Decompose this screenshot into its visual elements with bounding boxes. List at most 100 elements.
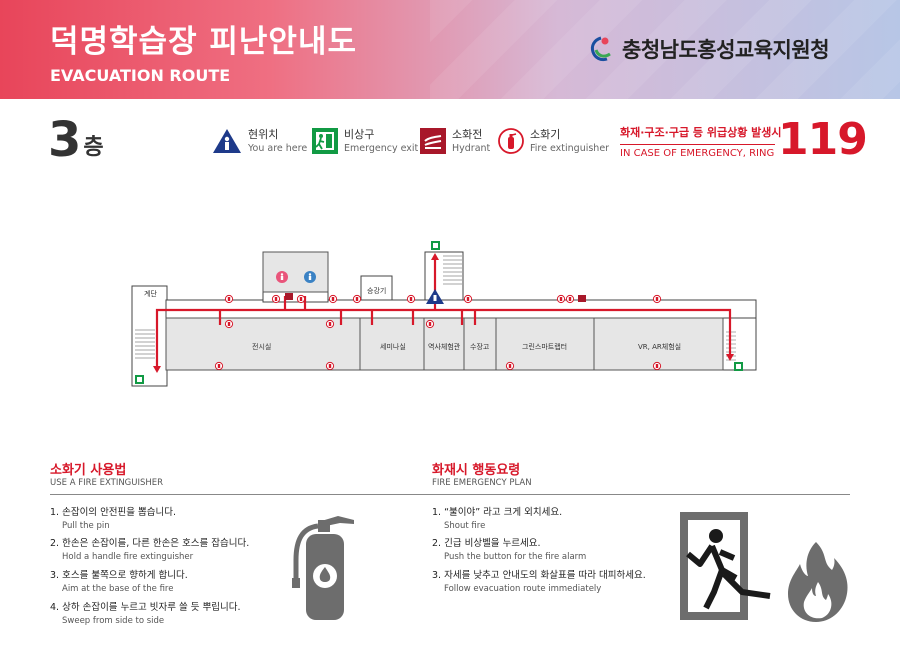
fire-extinguisher-icon: [463, 294, 473, 304]
fire-extinguisher-icon: [352, 294, 362, 304]
step-text-en: Push the button for the fire alarm: [444, 552, 587, 562]
emergency-exit-illustration-icon: [680, 512, 771, 620]
route-arrow-down-icon: [153, 366, 161, 373]
room-label-stairs: 계단: [144, 290, 157, 298]
floor-indicator: 3 층: [48, 116, 104, 164]
page-title: 덕명학습장 피난안내도: [50, 24, 357, 60]
room-vr-ar: [593, 317, 724, 371]
step-text: 3. 자세를 낮추고 안내도의 화살표를 따라 대피하세요.: [432, 570, 646, 581]
step-text: 2. 한손은 손잡이를, 다른 한손은 호스를 잡습니다.: [50, 538, 250, 549]
extinguisher-step: 4. 상하 손잡이를 누르고 빗자루 쓸 듯 뿌립니다. Sweep from …: [50, 599, 241, 626]
fire-extinguisher-icon: [325, 361, 335, 371]
fire-extinguisher-icon: [328, 294, 338, 304]
legend-label: 현위치: [248, 128, 279, 141]
legend-label-en: Hydrant: [452, 143, 491, 154]
fire-extinguisher-illustration-icon: [292, 516, 354, 620]
fire-extinguisher-icon: [652, 361, 662, 371]
extinguisher-step: 2. 한손은 손잡이를, 다른 한손은 호스를 잡습니다. Hold a han…: [50, 535, 249, 562]
legend-label-en: Emergency exit: [344, 143, 419, 154]
step-text-en: Pull the pin: [62, 521, 110, 531]
legend-label: 소화전: [452, 128, 483, 141]
fire-extinguisher-icon: [224, 319, 234, 329]
you-are-here-marker: [426, 289, 444, 304]
fire-plan-step: 2. 긴급 비상벨을 누르세요. Push the button for the…: [432, 535, 586, 562]
step-text: 4. 상하 손잡이를 누르고 빗자루 쓸 듯 뿌립니다.: [50, 602, 241, 613]
step-text-en: Aim at the base of the fire: [62, 584, 174, 594]
lift-room: [360, 275, 393, 301]
room-storage: [463, 317, 497, 371]
step-text-en: Sweep from side to side: [62, 616, 165, 626]
step-text: 1. “불이야” 라고 크게 외치세요.: [432, 507, 563, 518]
fire-extinguisher-icon: [224, 294, 234, 304]
stair-area-left: [131, 285, 168, 387]
fire-illustration-icon: [788, 542, 848, 622]
emergency-text-kr: 화재·구조·구급 등 위급상황 발생시: [620, 126, 782, 139]
step-text: 3. 호스를 불쪽으로 향하게 합니다.: [50, 570, 188, 581]
fire-extinguisher-icon: [652, 294, 662, 304]
fire-extinguisher-icon: [271, 294, 281, 304]
office-emblem-icon: [590, 36, 611, 62]
step-text-en: Hold a handle fire extinguisher: [62, 552, 194, 562]
room-label-history: 역사체험관: [428, 343, 461, 351]
fire-plan-step: 1. “불이야” 라고 크게 외치세요. Shout fire: [432, 504, 562, 531]
emergency-exit-icon: [312, 128, 338, 154]
room-label-lift: 승강기: [367, 287, 387, 295]
exit-marker: [135, 375, 144, 384]
extinguisher-guide-title: 소화기 사용법: [50, 463, 127, 478]
step-text: 2. 긴급 비상벨을 누르세요.: [432, 538, 541, 549]
legend-emergency-exit: 비상구 Emergency exit: [312, 128, 418, 156]
step-text-en: Follow evacuation route immediately: [444, 584, 602, 594]
emergency-text-en: IN CASE OF EMERGENCY, RING: [620, 148, 775, 159]
route-arrow-up-icon: [431, 253, 439, 260]
legend-you-are-here: 현위치 You are here: [212, 128, 307, 156]
fire-extinguisher-icon: [565, 294, 575, 304]
fire-plan-subtitle: FIRE EMERGENCY PLAN: [432, 478, 532, 488]
extinguisher-guide-subtitle: USE A FIRE EXTINGUISHER: [50, 478, 164, 488]
room-label-green-smart: 그린스마트랩터: [522, 343, 568, 351]
page-subtitle: EVACUATION ROUTE: [50, 66, 231, 85]
floor-unit: 층: [83, 135, 104, 160]
hydrant-icon: [285, 293, 293, 300]
step-text-en: Shout fire: [444, 521, 486, 531]
room-label-vr-ar: VR, AR체험실: [638, 343, 682, 351]
route-arrow-down-icon: [726, 354, 734, 361]
org-name: 충청남도홍성교육지원청: [622, 38, 830, 62]
extinguisher-step: 1. 손잡이의 안전핀을 뽑습니다. Pull the pin: [50, 504, 176, 531]
emergency-info: 화재·구조·구급 등 위급상황 발생시 IN CASE OF EMERGENCY…: [620, 124, 782, 159]
header-pattern: [430, 0, 900, 99]
emergency-number: 119: [778, 114, 868, 165]
section-divider: [50, 494, 850, 495]
header-banner: 덕명학습장 피난안내도 EVACUATION ROUTE 충청남도홍성교육지원청: [0, 0, 900, 99]
room-label-exhibition: 전시실: [252, 343, 272, 351]
room-label-seminar: 세미나실: [380, 343, 406, 351]
legend-label: 소화기: [530, 128, 561, 141]
extinguisher-step: 3. 호스를 불쪽으로 향하게 합니다. Aim at the base of …: [50, 567, 188, 594]
hydrant-icon: [420, 128, 446, 154]
legend-label-en: Fire extinguisher: [530, 143, 610, 154]
legend-extinguisher: 소화기 Fire extinguisher: [498, 128, 609, 156]
fire-extinguisher-icon: [556, 294, 566, 304]
fire-extinguisher-icon: [406, 294, 416, 304]
hydrant-icon: [578, 295, 586, 302]
room-green-smart: [495, 317, 595, 371]
fire-extinguisher-icon: [505, 361, 515, 371]
fire-plan-title: 화재시 행동요령: [432, 463, 521, 478]
floor-number: 3: [48, 112, 82, 168]
you-are-here-icon: [213, 129, 241, 153]
fire-extinguisher-icon: [214, 361, 224, 371]
fire-extinguisher-icon: [296, 294, 306, 304]
legend-hydrant: 소화전 Hydrant: [420, 128, 490, 156]
exit-marker: [431, 241, 440, 250]
exit-marker: [734, 362, 743, 371]
legend-label-en: You are here: [248, 143, 308, 154]
fire-extinguisher-icon: [425, 319, 435, 329]
fire-plan-step: 3. 자세를 낮추고 안내도의 화살표를 따라 대피하세요. Follow ev…: [432, 567, 646, 594]
restroom-inner: [262, 251, 329, 293]
fire-extinguisher-icon: [325, 319, 335, 329]
room-seminar: [359, 317, 425, 371]
org-logo: 충청남도홍성교육지원청: [588, 34, 830, 64]
step-text: 1. 손잡이의 안전핀을 뽑습니다.: [50, 507, 177, 518]
room-label-storage: 수장고: [470, 343, 490, 351]
legend-label: 비상구: [344, 128, 375, 141]
